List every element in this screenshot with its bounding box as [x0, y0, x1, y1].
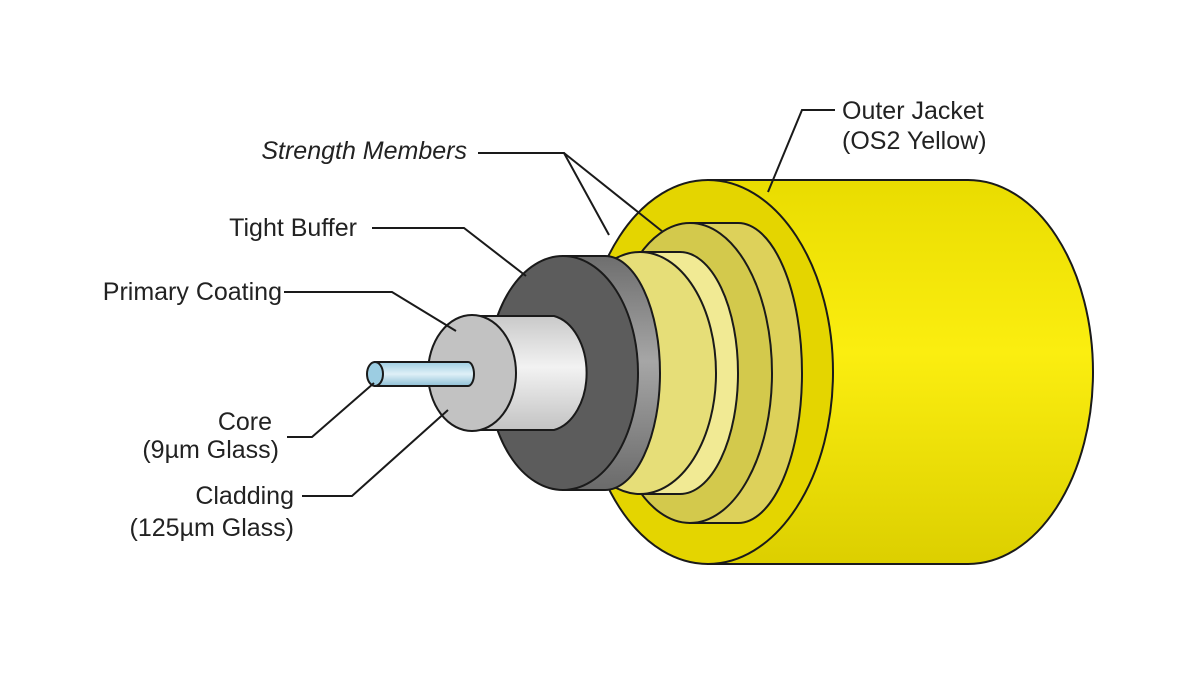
leader-strength-members-2 [563, 152, 664, 233]
leader-core [287, 382, 375, 438]
strength-members [563, 222, 803, 524]
label-outer-jacket: Outer Jacket [842, 97, 984, 125]
leader-lines [284, 109, 835, 497]
label-primary-coating: Primary Coating [103, 278, 282, 306]
leader-outer-jacket [767, 109, 835, 193]
label-tight-buffer: Tight Buffer [229, 214, 357, 242]
label-core: Core [218, 408, 272, 436]
label-cladding-sub: (125µm Glass) [130, 514, 294, 542]
label-outer-jacket-sub: (OS2 Yellow) [842, 127, 987, 155]
leader-cladding [302, 409, 449, 497]
label-cladding: Cladding [195, 482, 294, 510]
leader-strength-members [478, 152, 610, 236]
leader-primary-coating [284, 291, 457, 332]
labels: Outer Jacket (OS2 Yellow) Strength Membe… [103, 97, 987, 542]
core-face [366, 361, 384, 387]
leader-tight-buffer [372, 227, 527, 277]
label-core-sub: (9µm Glass) [142, 436, 279, 464]
label-strength-members: Strength Members [261, 137, 467, 165]
core-glass [366, 361, 475, 387]
core-body [374, 361, 475, 387]
primary-coating [427, 314, 588, 432]
